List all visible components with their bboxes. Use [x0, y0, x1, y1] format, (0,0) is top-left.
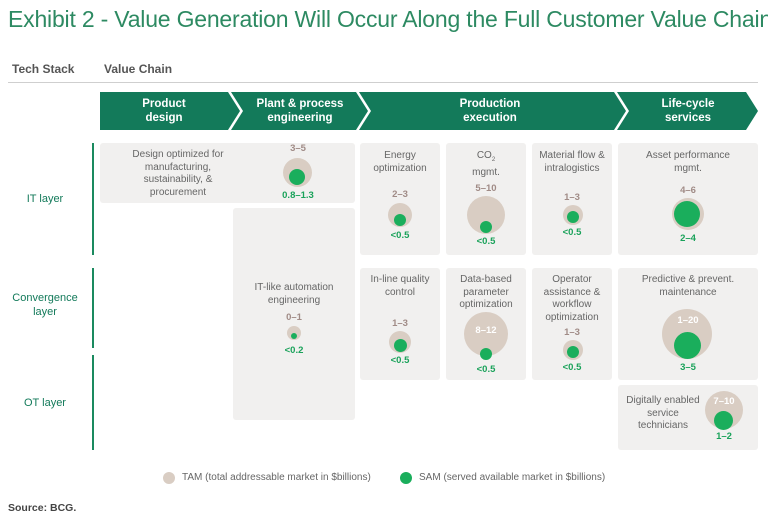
sam-bubble	[289, 169, 305, 185]
cell-label: Asset performance mgmt.	[646, 150, 730, 174]
sam-value: <0.5	[390, 355, 410, 366]
divider	[8, 82, 758, 83]
tam-value: 0–1	[286, 312, 302, 323]
sam-value: 3–5	[680, 362, 696, 373]
card-service-technicians: Digitally enabled service technicians 7–…	[618, 385, 758, 450]
chevron-production	[359, 92, 626, 130]
tam-value: 1–20	[677, 315, 699, 326]
sam-bubble	[480, 348, 492, 360]
sam-legend-icon	[400, 472, 412, 484]
chevron-lifecycle	[617, 92, 758, 130]
tam-value: 1–3	[392, 318, 408, 329]
cell-label: Material flow & intralogistics	[539, 150, 605, 174]
sam-value: 1–2	[716, 431, 732, 442]
tam-value: 8–12	[475, 325, 497, 336]
sam-bubble	[714, 411, 733, 430]
cell-label: Energy optimization	[373, 150, 427, 174]
card-data-based-optimization: Data-based parameter optimization 8–12 <…	[446, 268, 526, 380]
cell-label: Data-based parameter optimization	[459, 274, 513, 310]
it-layer-line	[92, 143, 94, 255]
sam-bubble	[394, 214, 406, 226]
tam-value: 4–6	[680, 185, 696, 196]
cell-label: Predictive & prevent. maintenance	[641, 274, 735, 298]
chevron-product	[100, 92, 240, 130]
sam-value: 0.8–1.3	[282, 190, 314, 201]
convergence-layer-line	[92, 268, 94, 348]
card-operator-assistance: Operator assistance & workflow optimizat…	[532, 268, 612, 380]
card-product-design: Design optimized for manufacturing, sust…	[100, 143, 355, 203]
sam-bubble	[291, 333, 297, 339]
sam-bubble	[567, 346, 579, 358]
card-predictive-maintenance: Predictive & prevent. maintenance 1–20 3…	[618, 268, 758, 380]
tam-value: 1–3	[564, 192, 580, 203]
ot-layer-label: OT layer	[24, 397, 66, 409]
tam-value: 1–3	[564, 327, 580, 338]
sam-bubble	[567, 211, 579, 223]
sam-value: <0.5	[562, 362, 582, 373]
source-note: Source: BCG.	[8, 502, 77, 514]
tam-value: 7–10	[713, 396, 735, 407]
it-layer-label: IT layer	[26, 193, 64, 205]
tam-value: 2–3	[392, 189, 408, 200]
tam-legend-label: TAM (total addressable market in $billio…	[182, 472, 371, 483]
tam-value: 5–10	[475, 183, 497, 194]
sam-legend-label: SAM (served available market in $billion…	[419, 472, 606, 483]
cell-label: In-line quality control	[370, 274, 430, 298]
sam-value: <0.5	[562, 227, 582, 238]
page-title: Exhibit 2 - Value Generation Will Occur …	[8, 6, 768, 32]
chevron-band	[100, 92, 758, 130]
cell-label: Digitally enabled service technicians	[626, 395, 700, 431]
sam-value: <0.2	[284, 345, 304, 356]
cell-label: IT-like automation engineering	[254, 282, 334, 306]
sam-bubble	[394, 339, 407, 352]
sam-bubble	[674, 332, 701, 359]
sam-value: <0.5	[390, 230, 410, 241]
card-energy-optimization: Energy optimization 2–3 <0.5	[360, 143, 440, 255]
card-material-flow: Material flow & intralogistics 1–3 <0.5	[532, 143, 612, 255]
tam-legend-icon	[163, 472, 175, 484]
sam-value: <0.5	[476, 236, 496, 247]
card-inline-quality: In-line quality control 1–3 <0.5	[360, 268, 440, 380]
cell-label: Design optimized for manufacturing, sust…	[132, 149, 224, 198]
cell-label: Operator assistance & workflow optimizat…	[543, 274, 601, 323]
sam-value: <0.5	[476, 364, 496, 375]
sam-value: 2–4	[680, 233, 696, 244]
card-plant-engineering: IT-like automation engineering 0–1 <0.2	[233, 208, 355, 420]
sam-bubble	[674, 201, 700, 227]
tech-stack-header: Tech Stack	[12, 62, 75, 76]
ot-layer-line	[92, 355, 94, 450]
sam-bubble	[480, 221, 492, 233]
value-chain-header: Value Chain	[104, 62, 173, 76]
chevron-plant	[231, 92, 368, 130]
card-asset-performance: Asset performance mgmt. 4–6 2–4	[618, 143, 758, 255]
tam-value: 3–5	[290, 143, 306, 154]
